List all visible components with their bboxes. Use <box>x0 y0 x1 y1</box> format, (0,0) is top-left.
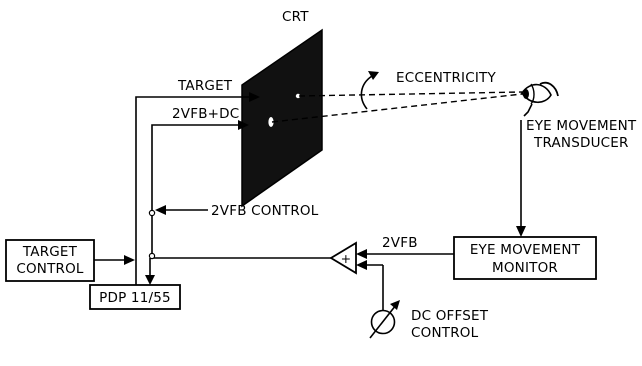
target-signal-line <box>135 96 251 285</box>
transducer-to-monitor-arrowhead <box>516 226 526 237</box>
target-control-box <box>5 239 95 282</box>
target-control-output-arrowhead <box>124 255 135 265</box>
vfb-dc-signal-arrowhead <box>238 120 249 130</box>
dc-offset-label-1: DC OFFSET <box>411 308 489 324</box>
monitor-label-1: EYE MOVEMENT <box>470 242 581 258</box>
summing-amplifier <box>329 241 357 275</box>
feedback-to-pdp-arrowhead <box>145 275 155 285</box>
crt-label: CRT <box>282 9 309 25</box>
vfb-dc-label: 2VFB+DC <box>172 106 239 122</box>
dc-offset-label-2: CONTROL <box>411 325 479 341</box>
pdp-label: PDP 11/55 <box>99 290 171 306</box>
eye-movement-monitor-box <box>453 236 597 280</box>
eye-icon <box>521 81 559 105</box>
vfb-control-arrowhead <box>155 205 166 215</box>
transducer-label-1: EYE MOVEMENT <box>526 118 637 134</box>
crt-target-spot <box>268 117 274 127</box>
crt-screen <box>241 28 323 208</box>
switch-node-upper <box>148 209 156 217</box>
vfb-dc-signal-line <box>151 124 240 210</box>
crt-feedback-spot <box>295 93 301 99</box>
vfb-control-label: 2VFB CONTROL <box>211 203 319 219</box>
switch-node-lower <box>148 252 156 260</box>
line-of-sight-target <box>271 93 523 123</box>
target-control-label-2: CONTROL <box>16 261 84 277</box>
target-label: TARGET <box>177 78 233 94</box>
target-signal-arrowhead <box>249 92 260 102</box>
dc-offset-arrowhead <box>356 260 367 270</box>
line-of-sight-feedback <box>298 91 523 97</box>
dc-offset-knob-icon <box>369 300 400 339</box>
eccentricity-label: ECCENTRICITY <box>396 70 496 86</box>
monitor-to-summer-arrowhead <box>356 249 367 259</box>
target-control-label-1: TARGET <box>22 244 78 260</box>
transducer-clip <box>523 103 533 117</box>
transducer-label-2: TRANSDUCER <box>533 135 629 151</box>
vfb-label: 2VFB <box>382 235 418 251</box>
monitor-label-2: MONITOR <box>492 260 558 276</box>
eccentricity-arc <box>360 75 373 110</box>
pdp-computer-box <box>89 284 181 310</box>
summer-plus-sign: + <box>341 251 352 266</box>
eccentricity-arrowhead <box>368 71 379 80</box>
